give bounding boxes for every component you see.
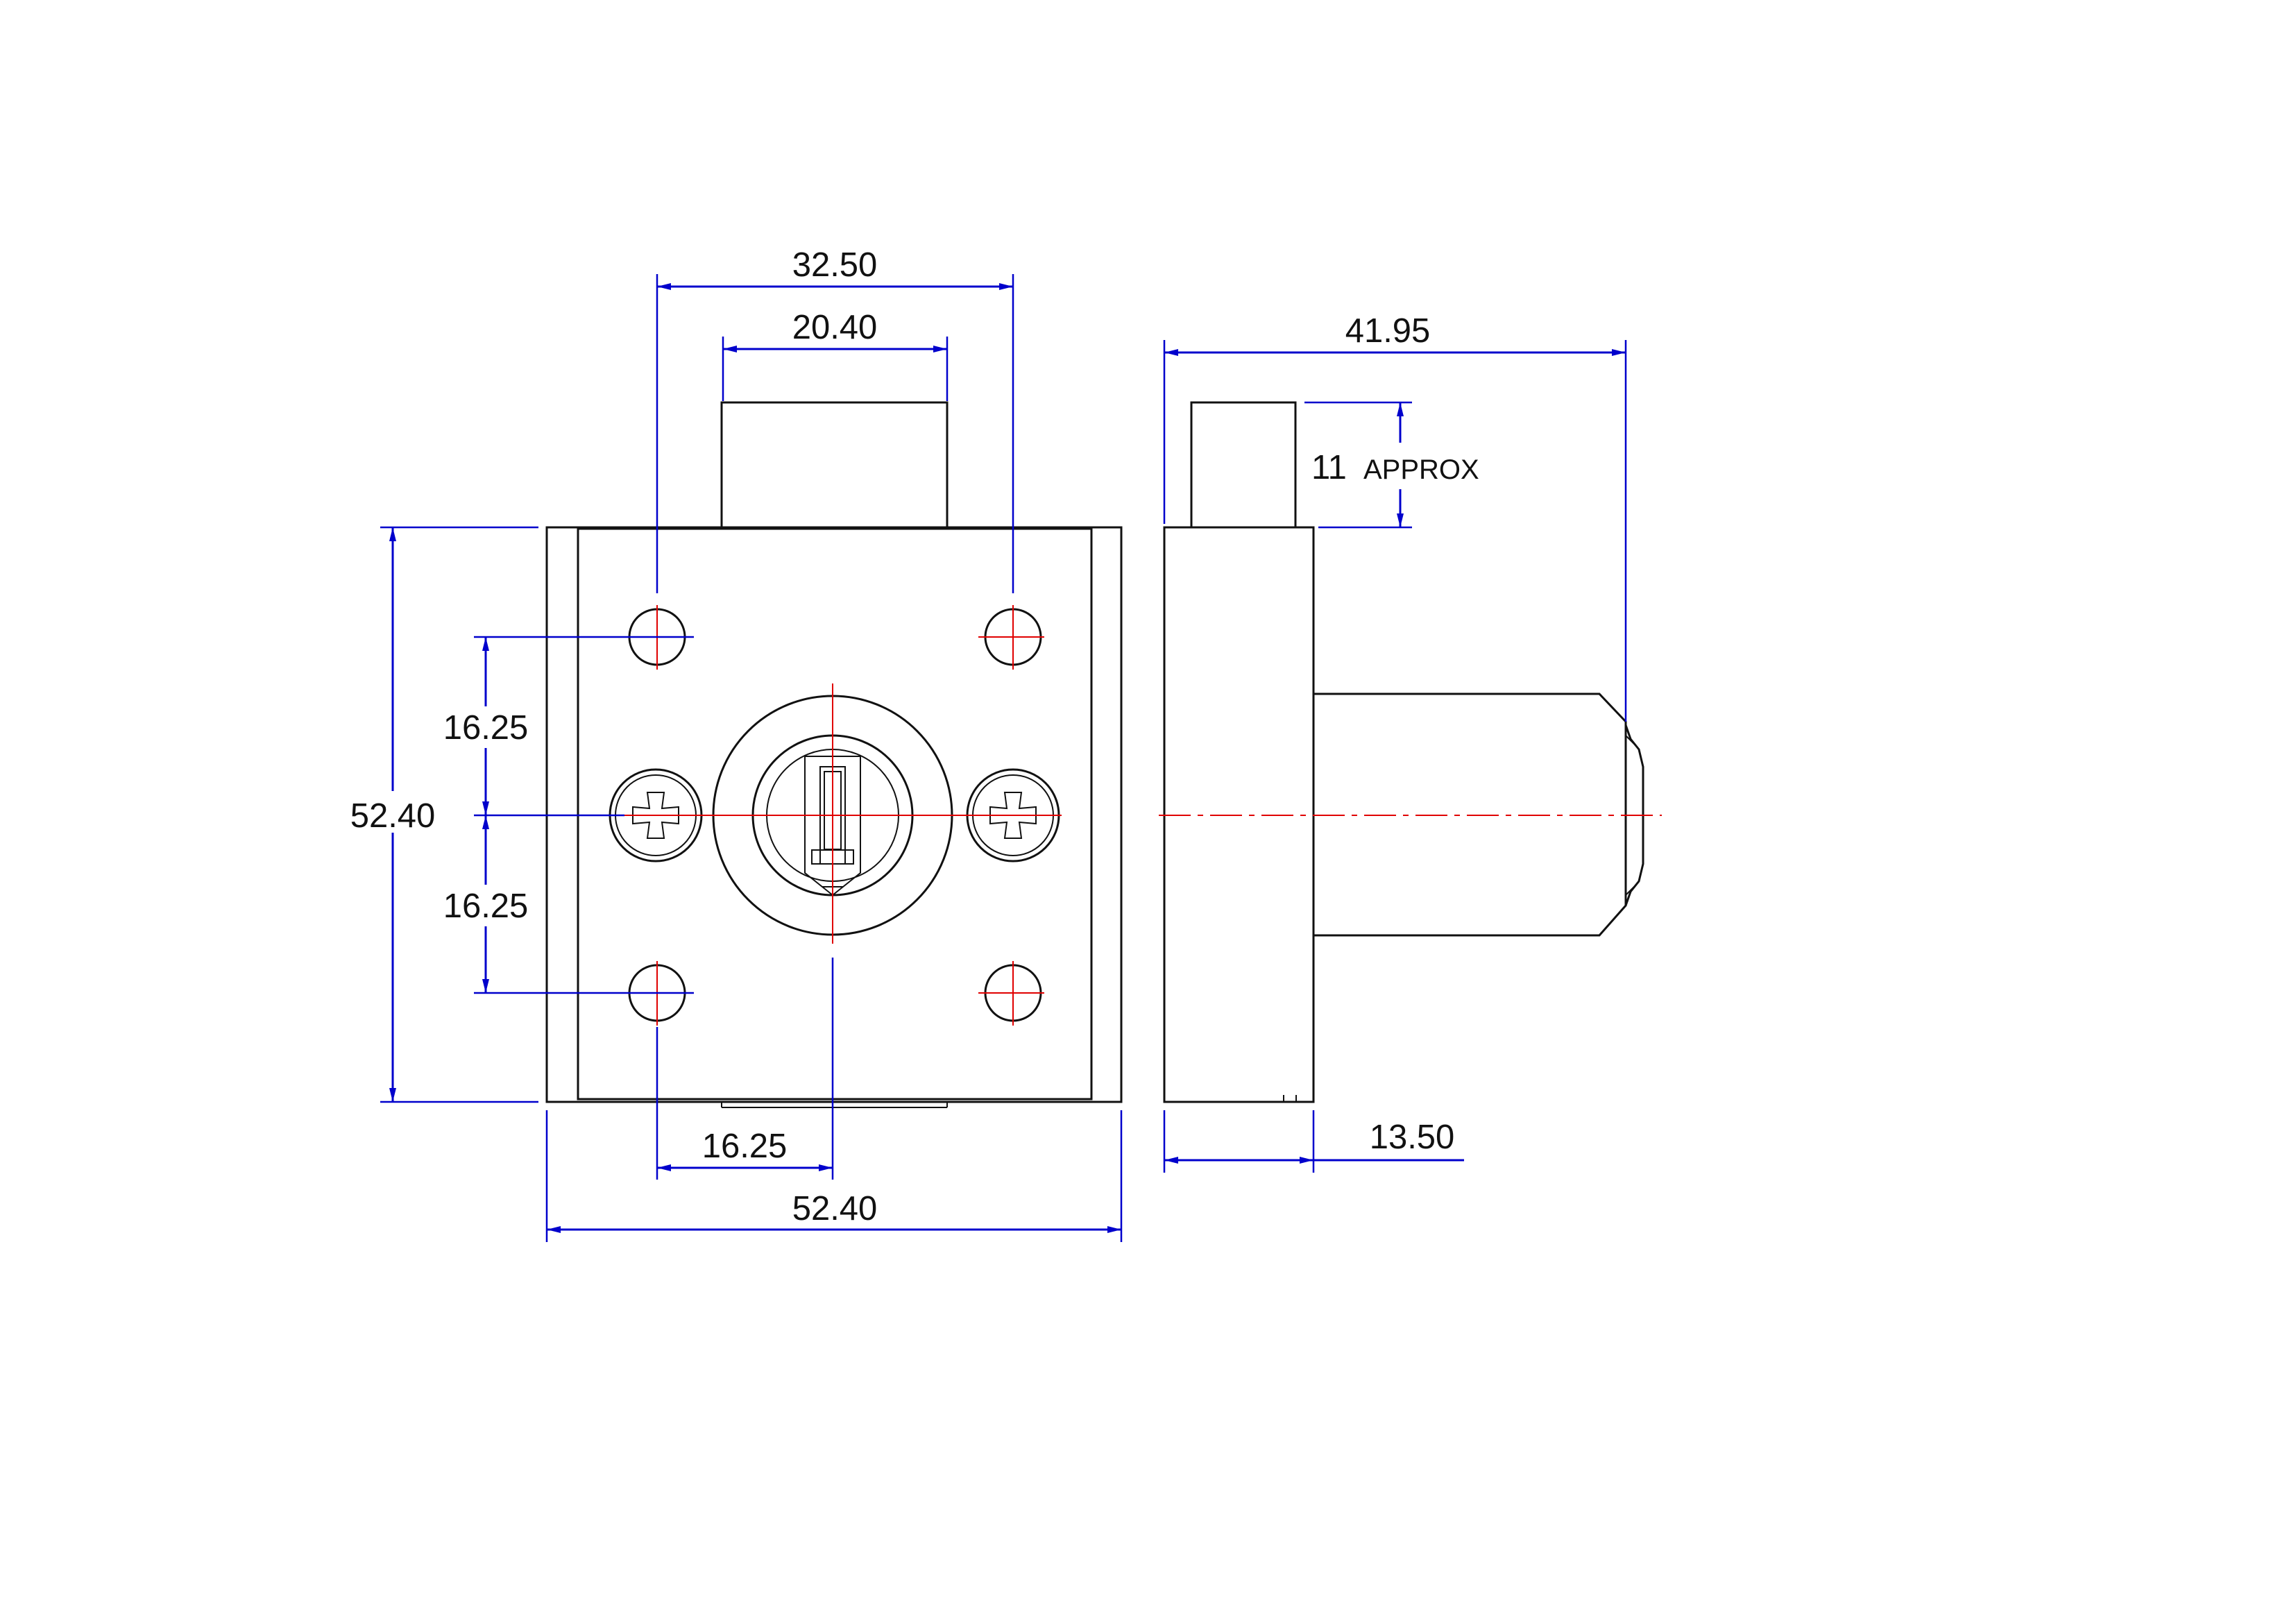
dim-label-top-outer-width: 32.50	[792, 246, 878, 284]
dim-top-outer-width: 32.50	[656, 246, 1014, 593]
side-view: 41.95 11 APPROX 13.50	[1159, 312, 1662, 1173]
dim-hole-offset-horizontal: 16.25	[656, 958, 834, 1180]
dim-overall-height: 52.40	[350, 526, 538, 1103]
dim-top-inner-width: 20.40	[722, 309, 949, 401]
dim-case-depth: 13.50	[1163, 1110, 1464, 1173]
dim-label-case-depth: 13.50	[1370, 1119, 1455, 1156]
side-bolt	[1190, 401, 1297, 529]
dim-label-overall-height: 52.40	[350, 797, 436, 835]
dim-label-hole-pitch-upper: 16.25	[443, 709, 529, 747]
front-centerlines	[611, 605, 1062, 1026]
dim-overall-width: 52.40	[545, 1110, 1123, 1242]
dim-hole-pitch: 16.25 16.25	[437, 636, 694, 994]
dim-label-bolt-projection-note: APPROX	[1363, 454, 1479, 485]
dim-side-total-depth: 41.95	[1163, 312, 1627, 722]
dim-label-hole-pitch-lower: 16.25	[443, 887, 529, 925]
front-case	[577, 527, 1093, 1101]
front-view: 32.50 20.40 52.40 16.25 16.25	[350, 246, 1123, 1242]
dim-bolt-projection: 11 APPROX	[1304, 401, 1479, 529]
front-bolt	[720, 401, 949, 529]
dim-label-hole-offset-horizontal: 16.25	[702, 1128, 788, 1165]
dim-label-bolt-projection-value: 11	[1311, 449, 1347, 486]
dim-label-side-total-depth: 41.95	[1345, 312, 1431, 350]
dim-label-overall-width: 52.40	[792, 1190, 878, 1227]
dim-label-top-inner-width: 20.40	[792, 309, 878, 346]
